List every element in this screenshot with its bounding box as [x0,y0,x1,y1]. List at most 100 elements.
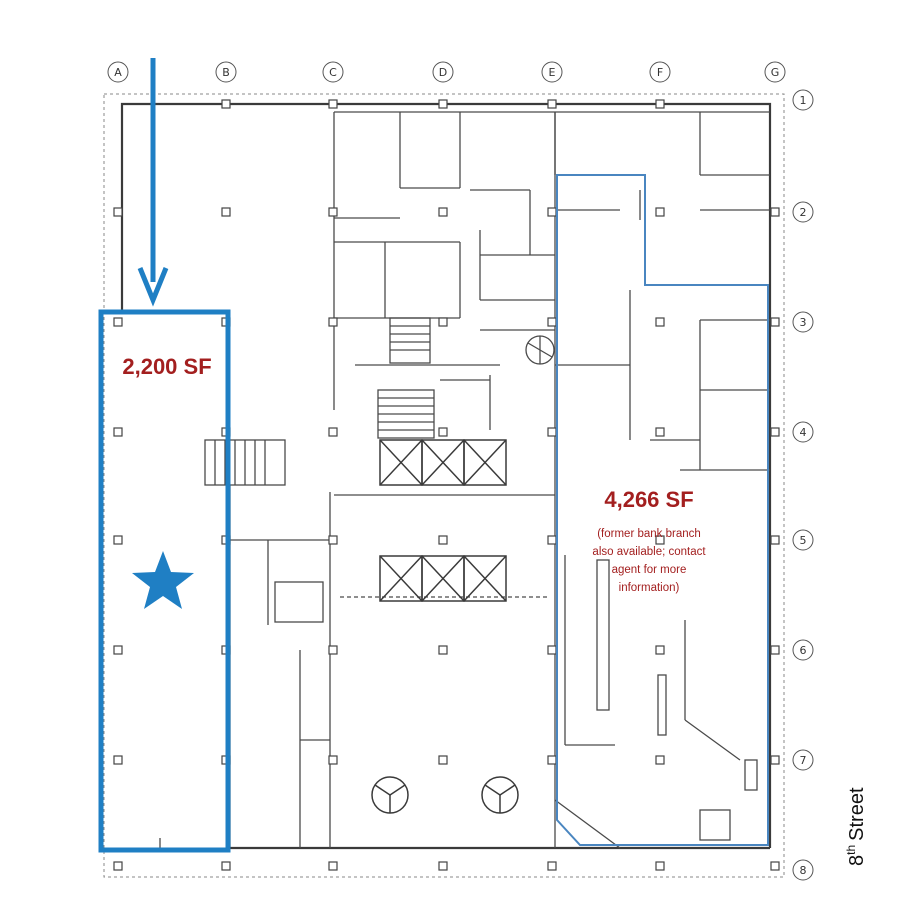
column-marker [221,207,231,217]
column-marker [547,535,557,545]
grid-bubble-column: E [541,61,563,83]
column-marker [547,207,557,217]
column-marker [221,99,231,109]
site-boundary [103,93,785,878]
grid-bubble-row: 4 [792,421,814,443]
grid-bubble-column: F [649,61,671,83]
space-label-2200: 2,200 SF [122,354,211,379]
grid-bubble-row: 6 [792,639,814,661]
grid-label: 3 [800,316,807,329]
column-marker [113,861,123,871]
column-marker [655,317,665,327]
grid-label: 5 [800,534,807,547]
column-marker [655,99,665,109]
column-marker [438,645,448,655]
grid-label: 2 [800,206,807,219]
star-icon [132,551,194,609]
column-marker [655,207,665,217]
grid-bubble-column: G [764,61,786,83]
grid-label: F [657,66,663,79]
column-marker [113,535,123,545]
grid-bubble-column: C [322,61,344,83]
elevator-bank-upper [379,439,507,486]
row-grid-bubbles: 1 2 3 4 5 6 7 8 [792,89,814,881]
column-marker [328,99,338,109]
column-marker [770,427,780,437]
column-marker [770,207,780,217]
column-marker [547,99,557,109]
column-marker [655,427,665,437]
grid-label: G [771,66,780,79]
column-marker [113,317,123,327]
column-marker [328,755,338,765]
space-note-line: also available; contact [592,546,706,558]
grid-label: A [114,66,122,79]
space-note-line: agent for more [612,564,687,576]
column-marker [113,755,123,765]
column-marker [655,645,665,655]
column-marker [770,861,780,871]
grid-label: D [439,66,447,79]
space-note-line: information) [619,582,680,594]
street-suffix: th [844,845,858,855]
grid-bubble-row: 8 [792,859,814,881]
column-marker [438,535,448,545]
grid-bubble-column: A [107,61,129,83]
column-marker [438,207,448,217]
grid-label: E [549,66,556,79]
column-marker [655,861,665,871]
column-marker [328,317,338,327]
column-marker [328,645,338,655]
column-marker [547,645,557,655]
column-marker [655,755,665,765]
column-marker [770,755,780,765]
grid-label: B [222,66,230,79]
column-marker [655,535,665,545]
grid-label: 8 [800,864,807,877]
column-marker [113,207,123,217]
column-marker [438,317,448,327]
grid-label: 4 [800,426,807,439]
column-marker [113,645,123,655]
column-marker [547,427,557,437]
grid-bubble-row: 5 [792,529,814,551]
space-label-4266: 4,266 SF [604,487,693,512]
space-outline-2200 [98,309,231,853]
column-marker [438,99,448,109]
column-marker [547,755,557,765]
column-marker [547,317,557,327]
grid-label: C [329,66,337,79]
column-marker [770,535,780,545]
column-marker [328,207,338,217]
down-arrow-icon [137,58,169,307]
column-marker [438,861,448,871]
grid-label: 1 [800,94,807,107]
grid-label: 6 [800,644,807,657]
street-number: 8 [846,855,868,866]
elevator-bank-lower [379,555,507,602]
column-marker [328,535,338,545]
space-outline-4266 [556,174,769,846]
street-name: Street [846,787,868,841]
grid-bubble-row: 1 [792,89,814,111]
revolving-doors [371,776,519,814]
column-marker [770,317,780,327]
grid-bubble-column: B [215,61,237,83]
column-marker [221,861,231,871]
column-marker [438,427,448,437]
column-marker [770,645,780,655]
column-marker [113,427,123,437]
column-marker [328,861,338,871]
grid-bubble-row: 2 [792,201,814,223]
grid-bubble-row: 7 [792,749,814,771]
column-marker [328,427,338,437]
column-marker [438,755,448,765]
space-note-line: (former bank branch [597,528,701,540]
street-label: 8th Street [844,787,868,866]
column-marker [547,861,557,871]
grid-bubble-column: D [432,61,454,83]
column-grid-bubbles: A B C D E F G [107,61,786,83]
grid-bubble-row: 3 [792,311,814,333]
grid-label: 7 [800,754,807,767]
